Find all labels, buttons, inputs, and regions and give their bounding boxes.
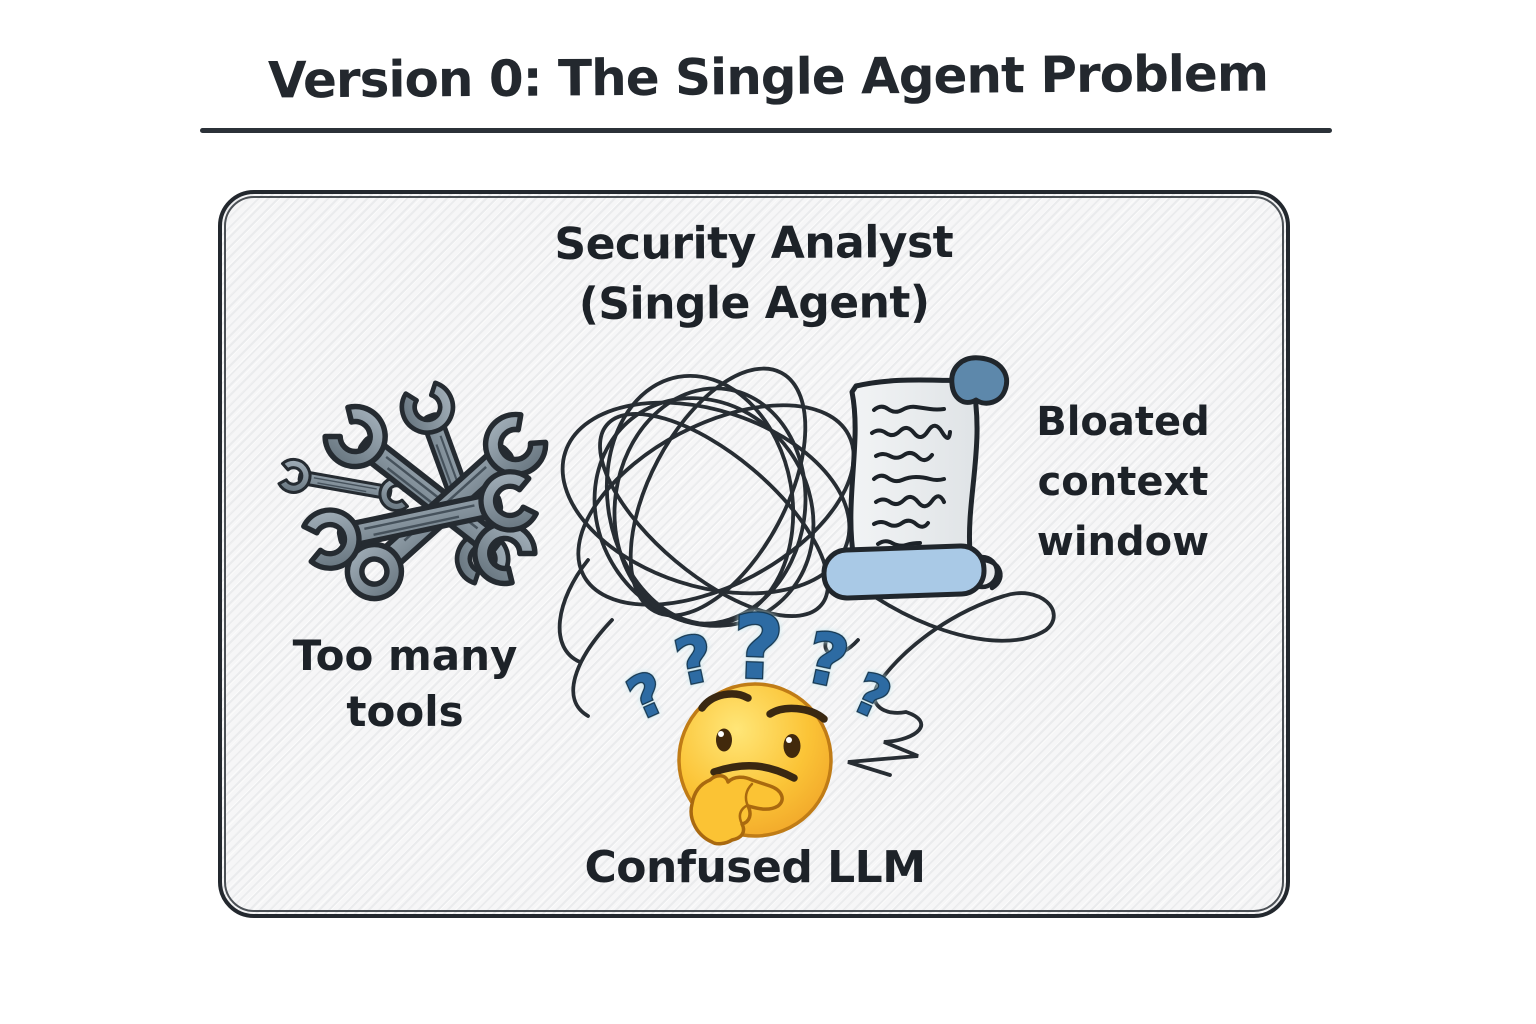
panel-heading: Security Analyst (Single Agent) [218,211,1291,337]
context-label: Bloated context window [1036,399,1210,565]
diagram-title: Version 0: The Single Agent Problem [267,44,1269,110]
panel-heading-line1: Security Analyst [554,216,954,271]
tools-label: Too many tools [292,631,518,736]
title-underline [200,128,1332,133]
panel-heading-line2: (Single Agent) [578,277,930,330]
confused-llm-label: Confused LLM [584,842,926,893]
